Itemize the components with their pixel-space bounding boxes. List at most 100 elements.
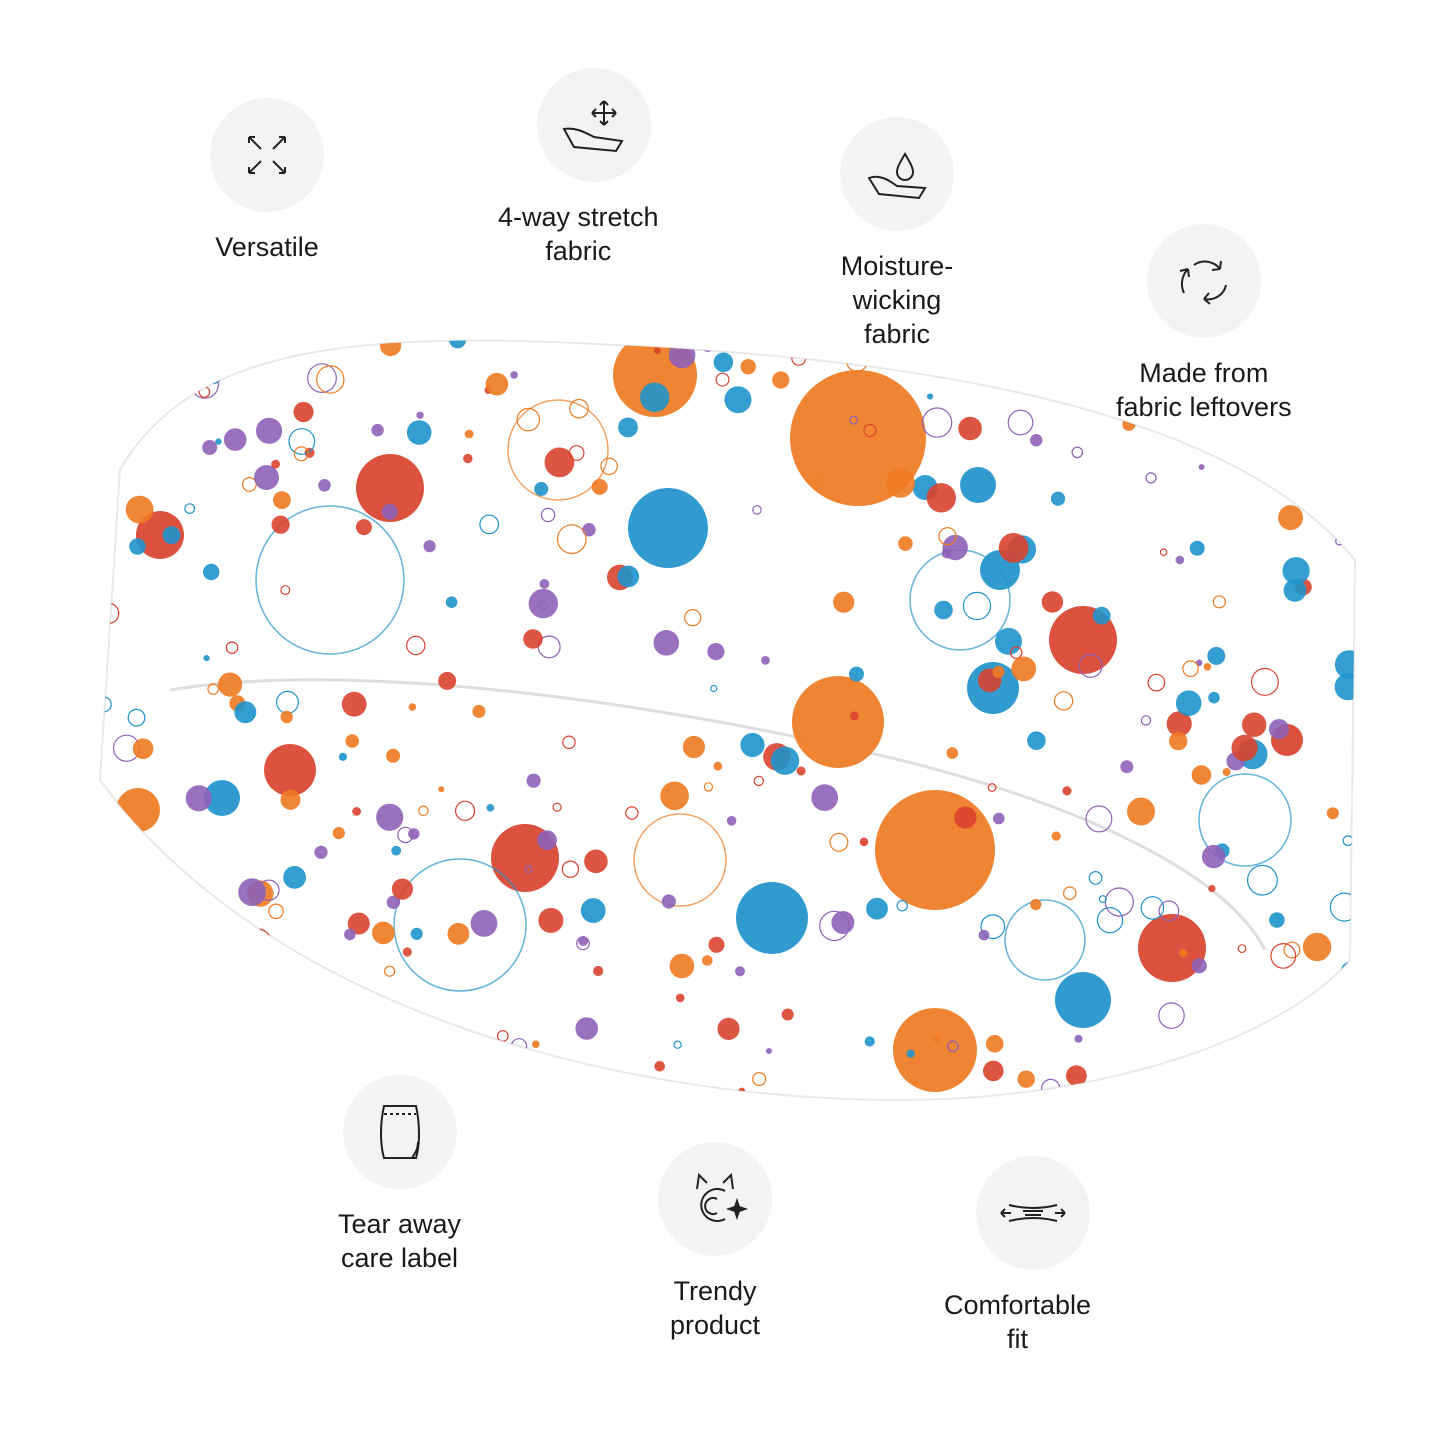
pattern-dot (223, 428, 247, 451)
pattern-ring (316, 365, 345, 394)
pattern-dot (345, 734, 360, 748)
pattern-dot (578, 936, 589, 946)
pattern-dot (125, 348, 154, 378)
pattern-ring (1140, 715, 1152, 726)
pattern-dot (203, 563, 220, 581)
pattern-dot (466, 1051, 487, 1072)
pattern-dot (464, 429, 474, 439)
pattern-dot (472, 704, 486, 718)
pattern-dot (438, 671, 457, 690)
pattern-ring (524, 865, 533, 874)
pattern-dot (1189, 540, 1205, 556)
pattern-dot (1341, 962, 1355, 979)
pattern-dot (1166, 711, 1192, 737)
pattern-ring (207, 683, 219, 695)
pattern-dot (708, 936, 725, 953)
pattern-dot (653, 630, 680, 656)
pattern-dot (202, 440, 218, 455)
pattern-ring (307, 363, 337, 394)
pattern-dot (580, 898, 606, 923)
pattern-dot (736, 882, 808, 954)
pattern-ring (1246, 864, 1278, 896)
pattern-dot (293, 401, 314, 423)
pattern-dot (1027, 731, 1046, 750)
pattern-ring (127, 708, 146, 727)
pattern-dot (906, 1049, 915, 1058)
pattern-ring (938, 527, 957, 546)
pattern-dot (960, 467, 996, 503)
pattern-dot (761, 656, 770, 665)
pattern-dot (296, 340, 318, 352)
pattern-dot (532, 1040, 540, 1049)
pattern-dot (669, 953, 695, 979)
pattern-dot (111, 431, 126, 446)
pattern-dot (985, 1035, 1004, 1053)
pattern-dot (735, 966, 745, 977)
pattern-dot (781, 1008, 794, 1021)
pattern-ring (397, 826, 414, 844)
feature-label: Moisture- wicking fabric (840, 251, 954, 349)
pattern-dot (1354, 347, 1355, 355)
pattern-dot (386, 895, 401, 909)
pattern-dot (983, 1060, 1004, 1082)
pattern-dot (934, 600, 953, 620)
pattern-dot (408, 703, 417, 711)
pattern-dot (205, 368, 222, 385)
pattern-ring (1329, 892, 1355, 922)
pattern-dot (859, 837, 869, 847)
pattern-ring (962, 591, 992, 621)
icon-circle (840, 117, 954, 231)
pattern-dot (707, 643, 725, 661)
pattern-dot (271, 459, 280, 469)
pattern-dot (1191, 765, 1212, 785)
pattern-dot (341, 691, 367, 717)
pattern-ring (600, 457, 618, 476)
pattern-dot (120, 1092, 128, 1099)
pattern-dot (796, 766, 806, 776)
pattern-dot (338, 752, 347, 761)
pattern-dot (1283, 579, 1307, 602)
pattern-dot (273, 491, 291, 509)
pattern-dot (486, 804, 495, 812)
pattern-dot (993, 812, 1005, 825)
pattern-dot (283, 1003, 292, 1013)
pattern-dot (811, 784, 839, 811)
pattern-dot (391, 878, 413, 900)
pattern-ring (849, 415, 859, 425)
pattern-ring (1078, 653, 1103, 678)
pattern-ring (1212, 595, 1226, 609)
pattern-dot (423, 540, 436, 553)
pattern-dot (893, 1008, 977, 1092)
pattern-dot (833, 591, 855, 613)
pattern-ring (1158, 1002, 1185, 1029)
pattern-dot (218, 672, 243, 697)
feature-label: Made from fabric leftovers (1116, 358, 1292, 422)
pattern-ring (1085, 805, 1113, 833)
feature-fabric-leftovers: Made from fabric leftovers (1116, 224, 1292, 424)
pattern-dot (978, 929, 990, 941)
pattern-dot (125, 495, 154, 524)
pattern-dot (463, 453, 473, 464)
pattern-ring (1158, 900, 1180, 922)
pattern-dot (332, 827, 345, 840)
pattern-ring (1096, 907, 1124, 934)
pattern-dot (1169, 731, 1188, 751)
pattern-dot (1207, 646, 1226, 665)
pattern-dot (244, 340, 270, 365)
pattern-ring (576, 936, 590, 951)
pattern-dot (355, 519, 372, 536)
pattern-dot (998, 533, 1029, 563)
water-drop-fabric-icon (867, 152, 927, 200)
pattern-ring (703, 782, 714, 792)
pattern-ring (752, 1071, 767, 1086)
pattern-dot (724, 386, 752, 414)
pattern-dot (314, 845, 328, 859)
pattern-ring (479, 514, 500, 535)
pattern-ring (540, 507, 556, 523)
pattern-ring (516, 407, 541, 432)
pattern-dot (1179, 949, 1188, 958)
icon-circle (210, 98, 324, 212)
feature-label: Tear away care label (338, 1209, 462, 1273)
pattern-dot (1282, 557, 1310, 585)
feature-label: Trendy product (669, 1276, 761, 1340)
